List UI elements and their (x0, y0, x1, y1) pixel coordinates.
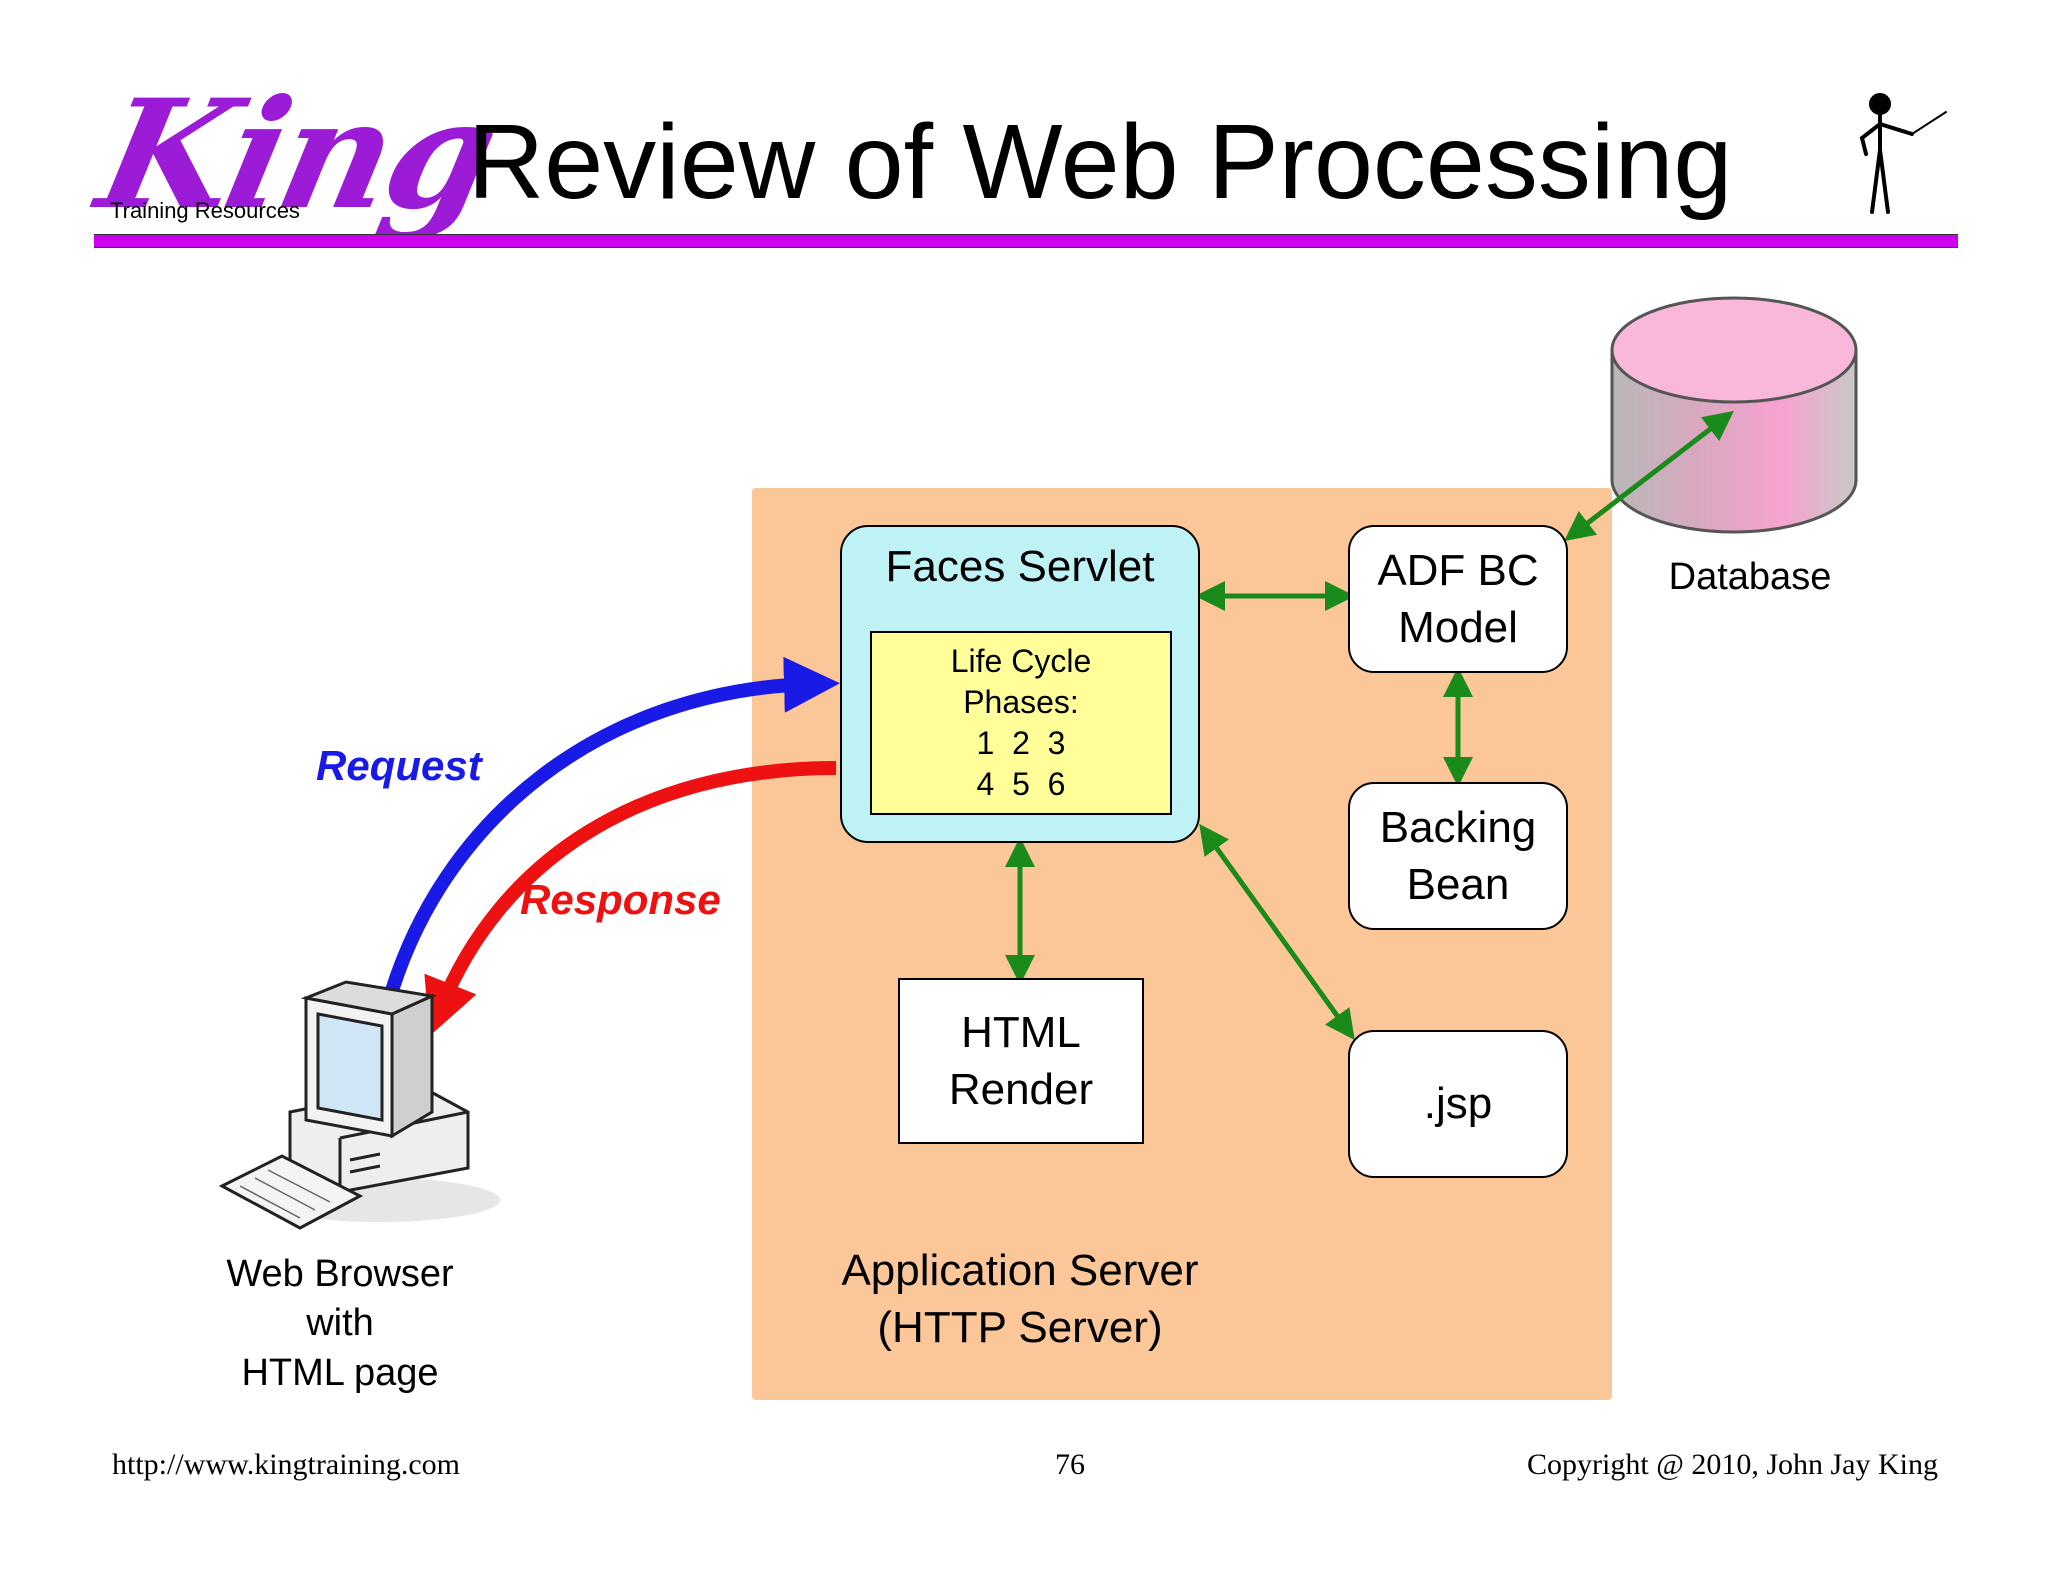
backing-bean-box: Backing Bean (1348, 782, 1568, 930)
request-label: Request (316, 742, 482, 789)
app-server-line-2: (HTTP Server) (877, 1303, 1163, 1353)
app-server-line-1: Application Server (841, 1246, 1199, 1295)
html-render-line-1: HTML (961, 1007, 1081, 1057)
backing-bean-line-2: Bean (1406, 860, 1510, 909)
database-label: Database (1668, 556, 1832, 598)
response-arrow (424, 761, 837, 1036)
web-browser-line-2: with (306, 1302, 374, 1345)
lifecycle-line-1: Life Cycle (950, 643, 1092, 680)
lifecycle-phases-box: Life Cycle Phases: 1 2 3 4 5 6 (870, 631, 1172, 815)
footer-url: http://www.kingtraining.com (112, 1448, 461, 1481)
adf-model-line-1: ADF BC (1377, 545, 1539, 595)
connector-servlet-jsp (1199, 823, 1355, 1041)
footer-page-number: 76 (1055, 1448, 1085, 1481)
html-render-box: HTML Render (898, 978, 1144, 1144)
html-render-line-2: Render (948, 1065, 1094, 1114)
web-browser-label: Web Browser with HTML page (160, 1250, 520, 1398)
slide-title: Review of Web Processing (467, 103, 1733, 221)
jsp-label: .jsp (1423, 1079, 1493, 1128)
adf-model-line-2: Model (1398, 603, 1518, 652)
connector-adf-database (1564, 410, 1734, 542)
web-browser-line-3: HTML page (241, 1351, 439, 1394)
lifecycle-line-4: 4 5 6 (976, 765, 1066, 802)
backing-bean-line-1: Backing (1379, 802, 1537, 852)
jsp-box: .jsp (1348, 1030, 1568, 1178)
title-rule (94, 234, 1958, 248)
request-arrow (381, 656, 840, 1006)
web-browser-line-1: Web Browser (226, 1253, 454, 1295)
response-label: Response (520, 876, 721, 923)
logo-subtitle: Training Resources (110, 198, 300, 223)
lifecycle-line-2: Phases: (963, 684, 1079, 721)
footer-copyright: Copyright @ 2010, John Jay King (1527, 1448, 1938, 1481)
faces-servlet-label: Faces Servlet (885, 542, 1155, 591)
application-server-label: Application Server (HTTP Server) (760, 1242, 1280, 1356)
faces-servlet-box: Faces Servlet Life Cycle Phases: 1 2 3 4… (840, 525, 1200, 843)
database-icon (1610, 296, 1858, 534)
computer-icon (218, 980, 500, 1230)
adf-bc-model-box: ADF BC Model (1348, 525, 1568, 673)
lifecycle-line-3: 1 2 3 (976, 725, 1066, 761)
